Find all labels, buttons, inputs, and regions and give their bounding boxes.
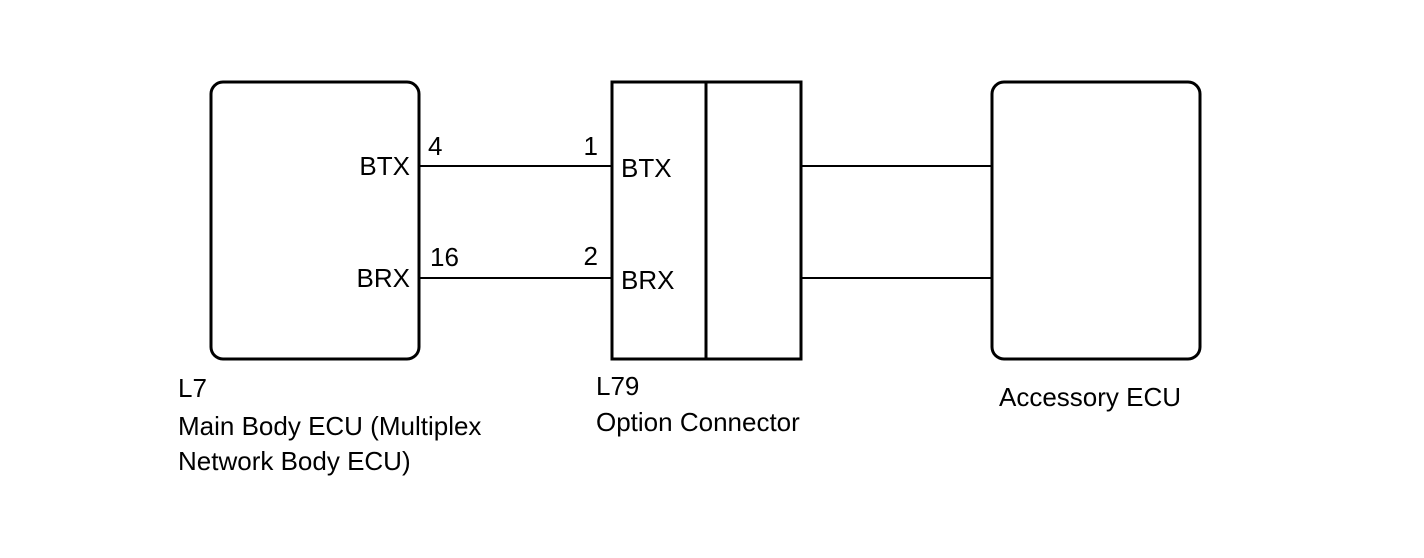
connector-pin-brx-number: 2 <box>584 241 598 271</box>
main-ecu-pin-btx-number: 4 <box>428 131 442 161</box>
main-ecu-name-line2: Network Body ECU) <box>178 446 411 476</box>
main-body-ecu-box <box>209 80 421 361</box>
connector-name: Option Connector <box>596 407 800 437</box>
main-ecu-name-line1: Main Body ECU (Multiplex <box>178 411 481 441</box>
main-ecu-pin-brx-number: 16 <box>430 242 459 272</box>
connector-pin-brx-label: BRX <box>621 265 674 295</box>
connector-pin-btx-number: 1 <box>584 131 598 161</box>
main-ecu-pin-brx-label: BRX <box>357 263 410 293</box>
accessory-ecu-box <box>990 80 1202 361</box>
main-ecu-code: L7 <box>178 373 207 403</box>
connector-pin-btx-label: BTX <box>621 153 672 183</box>
main-ecu-pin-btx-label: BTX <box>359 151 410 181</box>
accessory-ecu-name: Accessory ECU <box>999 382 1181 412</box>
connector-code: L79 <box>596 371 639 401</box>
